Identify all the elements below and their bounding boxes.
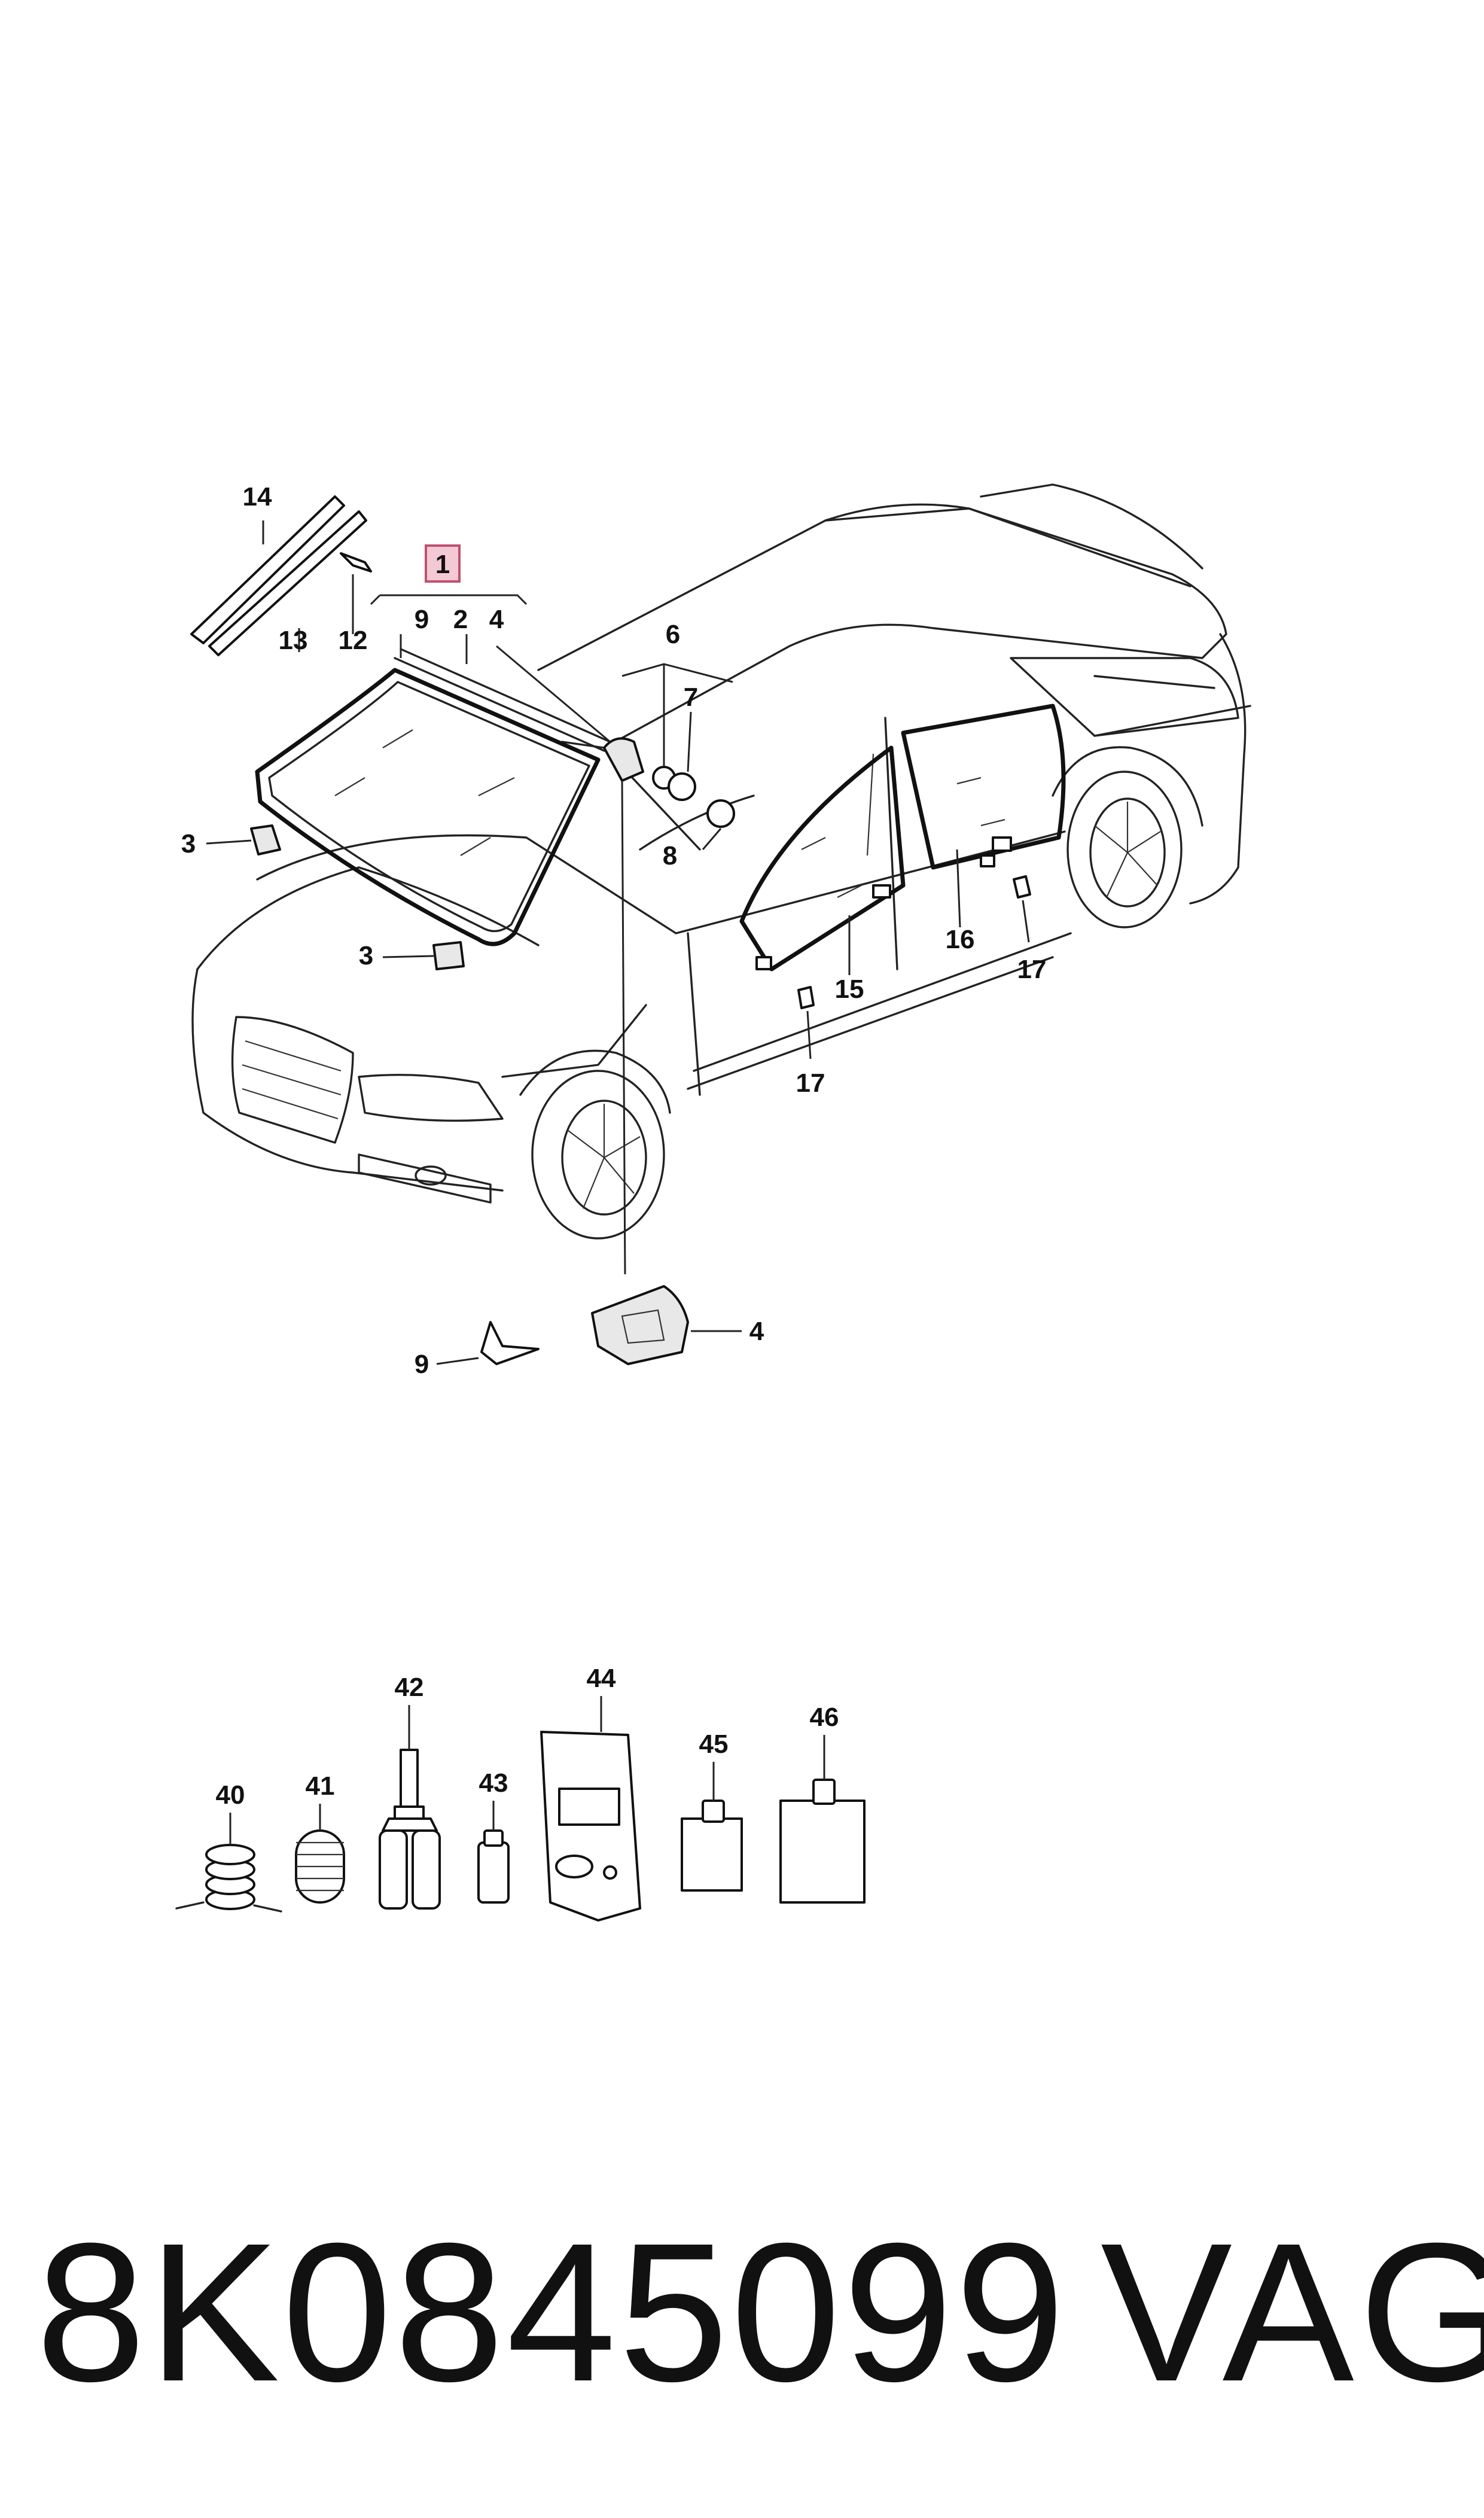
- callout-41: 41: [306, 1771, 335, 1801]
- callout-6: 6: [666, 620, 680, 649]
- callout-1: 1: [435, 550, 450, 579]
- callout-17-left: 17: [796, 1068, 825, 1098]
- callout-43: 43: [479, 1768, 508, 1798]
- part-43-cartridge: [477, 1801, 510, 1904]
- callout-17-right: 17: [1017, 955, 1047, 984]
- part-44-sachet: [540, 1696, 641, 1922]
- mirror-bracket-part: [591, 1285, 689, 1365]
- callout-42: 42: [395, 1673, 424, 1702]
- rear-door-glass[interactable]: [901, 704, 1066, 870]
- front-door-glass[interactable]: [739, 745, 906, 972]
- callout-9-bottom: 9: [415, 1350, 429, 1379]
- callout-2: 2: [453, 605, 468, 634]
- callout-14: 14: [243, 482, 272, 511]
- part-41-coil: [295, 1804, 345, 1904]
- callout-7: 7: [684, 683, 698, 712]
- callout-45: 45: [699, 1730, 729, 1759]
- part-40-spring: [175, 1813, 282, 1913]
- callout-40: 40: [216, 1780, 245, 1810]
- part-46-bottle: [779, 1735, 866, 1904]
- highlight-box: [425, 544, 461, 583]
- adhesive-pad-parts: [250, 824, 465, 970]
- brand-label: VAG: [1101, 2202, 1484, 2422]
- leader-line: [621, 780, 626, 1275]
- wiper-trim-parts: [190, 495, 372, 656]
- clip-parts: [797, 875, 1031, 1009]
- part-number: 8K0845099: [36, 2202, 1068, 2422]
- callout-12: 12: [339, 626, 368, 655]
- callout-15: 15: [835, 975, 864, 1004]
- callout-13: 13: [279, 626, 308, 655]
- callout-4-top: 4: [489, 605, 504, 634]
- callout-3-bottom: 3: [359, 941, 373, 970]
- part-42-applicator: [379, 1705, 441, 1910]
- callout-8: 8: [663, 841, 677, 870]
- car-body-illustration: [191, 483, 1251, 1240]
- callout-9-top: 9: [415, 605, 429, 634]
- callout-16: 16: [946, 925, 975, 954]
- windscreen-glass[interactable]: [255, 668, 601, 946]
- callout-leaders: [206, 520, 1030, 1365]
- callout-labels: 1 14 13 12 9 2 4 6 7 8 3 3 15 16 17 17 9…: [181, 482, 1047, 1810]
- mirror-mount: [603, 737, 735, 828]
- callout-46: 46: [810, 1703, 839, 1732]
- callout-4-bottom: 4: [749, 1317, 764, 1346]
- part-45-bottle: [681, 1762, 743, 1892]
- sensor-cover-part: [480, 1321, 540, 1365]
- callout-44: 44: [587, 1664, 616, 1693]
- callout-3-top: 3: [181, 829, 196, 858]
- windscreen-seal: [394, 648, 611, 752]
